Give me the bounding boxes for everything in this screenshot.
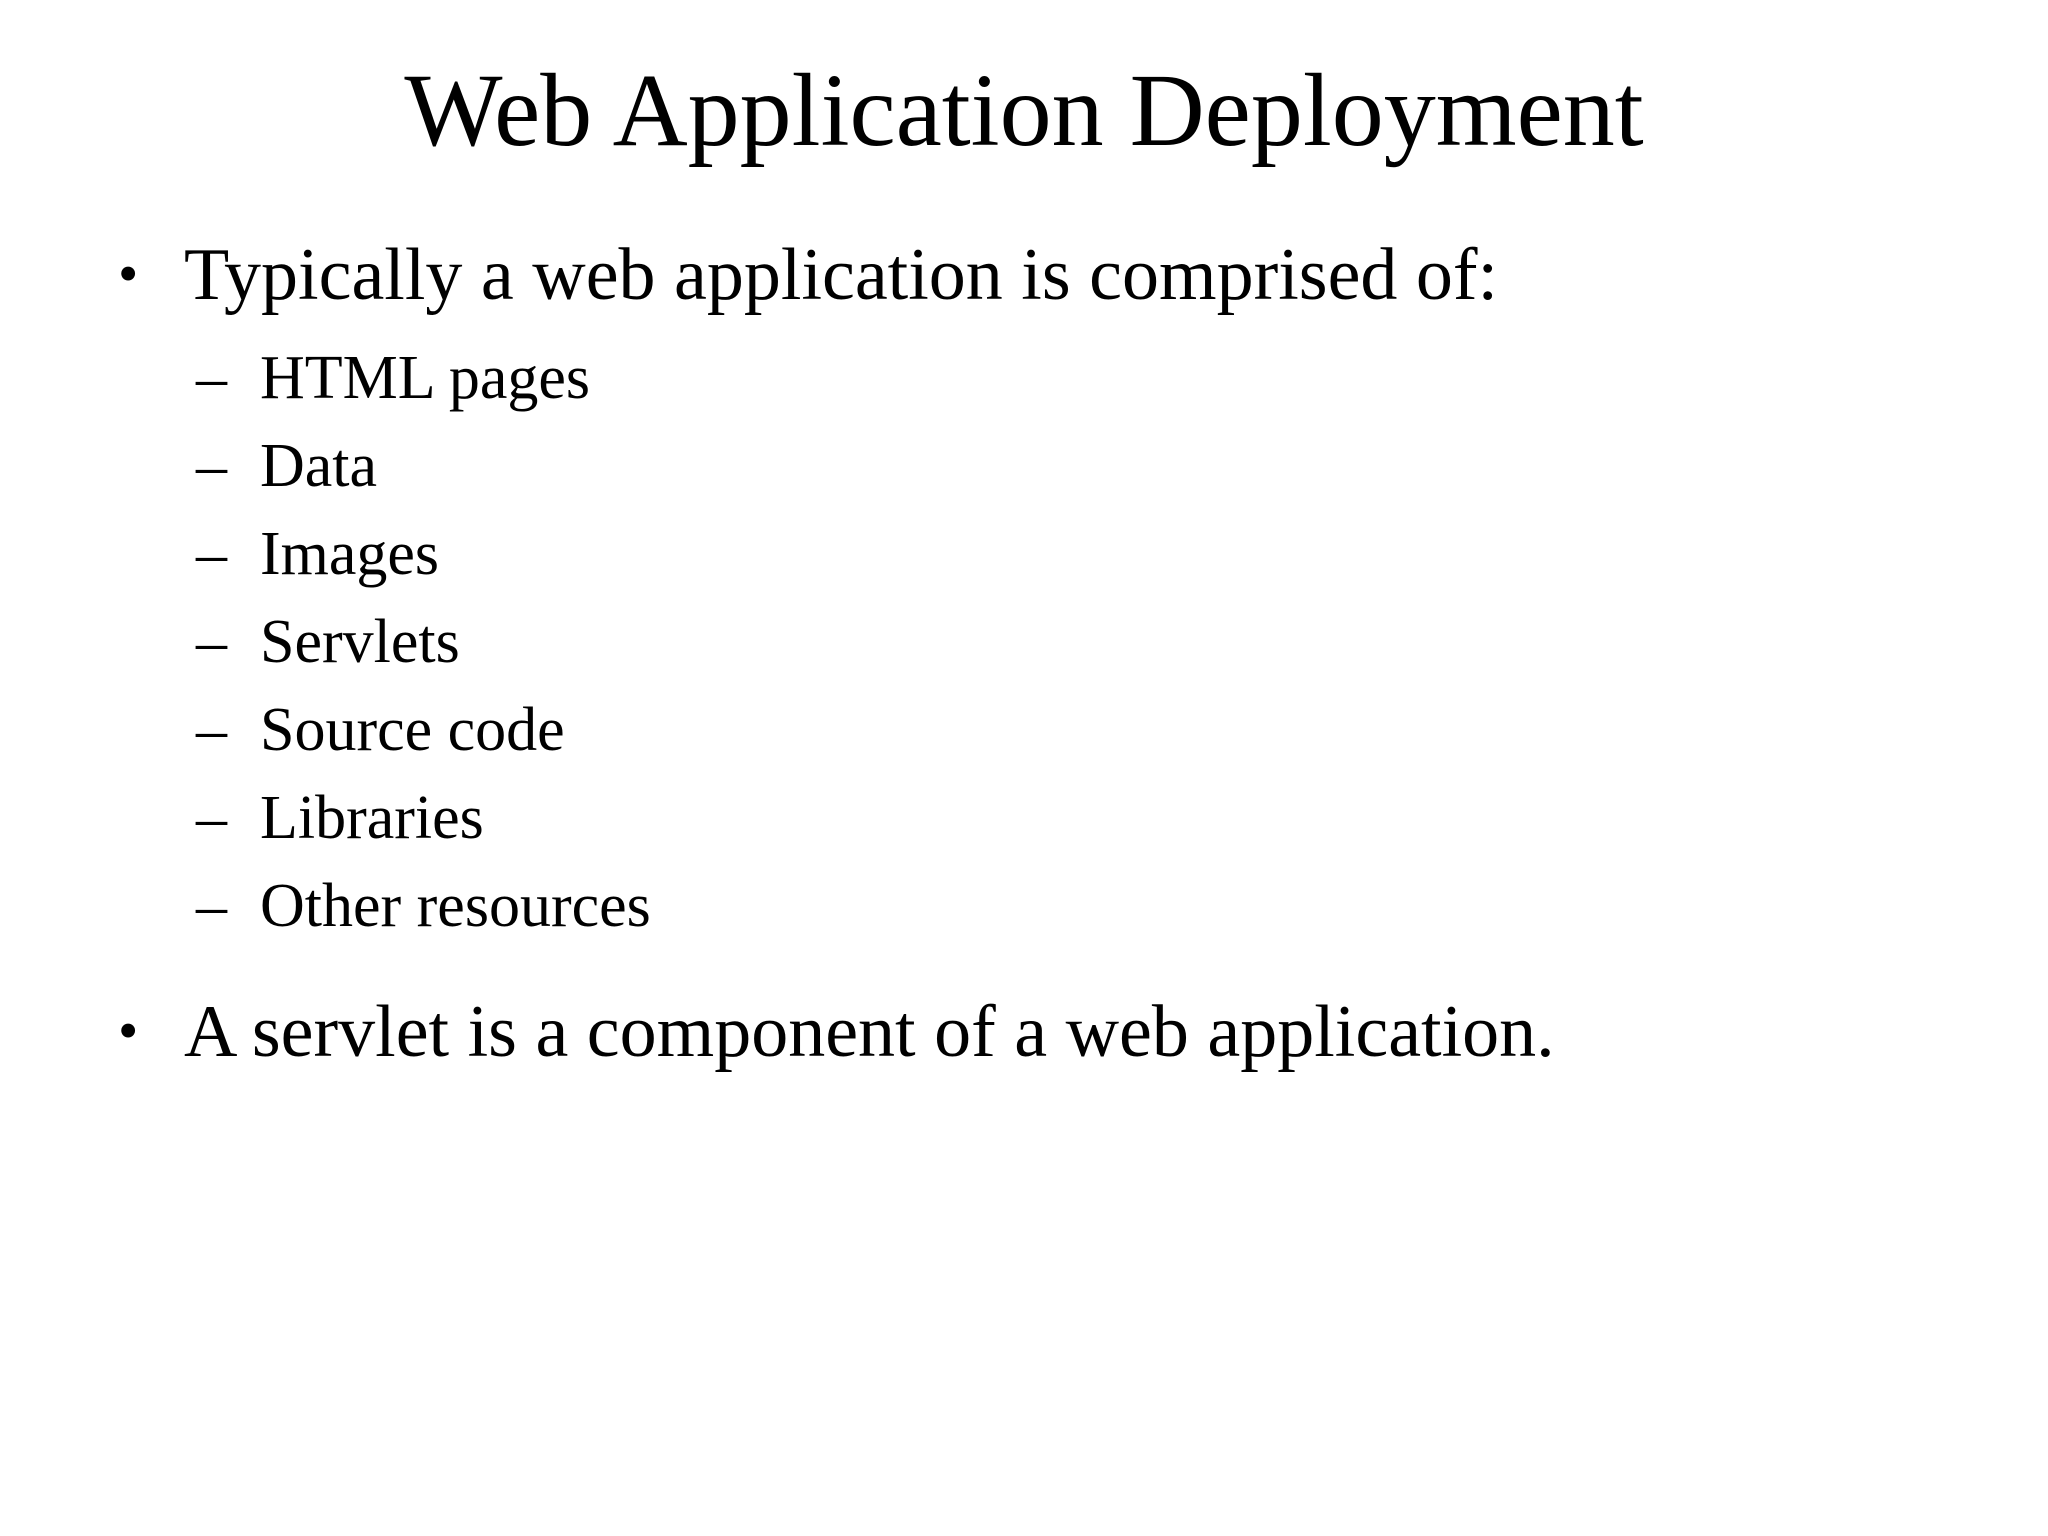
- list-item: –Source code: [118, 686, 1988, 774]
- bullet-marker: •: [118, 240, 139, 306]
- bullet-item: • A servlet is a component of a web appl…: [118, 988, 1988, 1077]
- sub-bullet-label: Other resources: [260, 871, 651, 940]
- dash-bullet-marker: –: [196, 871, 227, 940]
- bullet-item: • Typically a web application is compris…: [118, 231, 1988, 320]
- list-item: –Servlets: [118, 598, 1988, 686]
- bullet-text: A servlet is a component of a web applic…: [184, 990, 1555, 1073]
- sub-bullet-label: Servlets: [260, 607, 460, 676]
- sub-bullet-list: –HTML pages–Data–Images–Servlets–Source …: [118, 334, 1988, 950]
- dash-bullet-marker: –: [196, 431, 227, 500]
- slide-title: Web Application Deployment: [404, 53, 1644, 168]
- bullet-text: Typically a web application is comprised…: [184, 233, 1499, 316]
- bullet-marker: •: [118, 997, 139, 1063]
- sub-bullet-label: Source code: [260, 695, 565, 764]
- list-item: –Other resources: [118, 862, 1988, 950]
- dash-bullet-marker: –: [196, 519, 227, 588]
- sub-bullet-label: Data: [260, 431, 378, 500]
- slide-body: • Typically a web application is compris…: [0, 175, 2048, 1077]
- sub-bullet-label: Images: [260, 519, 440, 588]
- list-item: –Data: [118, 422, 1988, 510]
- sub-bullet-label: Libraries: [260, 783, 484, 852]
- list-item: –Images: [118, 510, 1988, 598]
- dash-bullet-marker: –: [196, 783, 227, 852]
- dash-bullet-marker: –: [196, 343, 227, 412]
- dash-bullet-marker: –: [196, 607, 227, 676]
- sub-bullet-label: HTML pages: [260, 343, 591, 412]
- list-item: –Libraries: [118, 774, 1988, 862]
- list-item: –HTML pages: [118, 334, 1988, 422]
- dash-bullet-marker: –: [196, 695, 227, 764]
